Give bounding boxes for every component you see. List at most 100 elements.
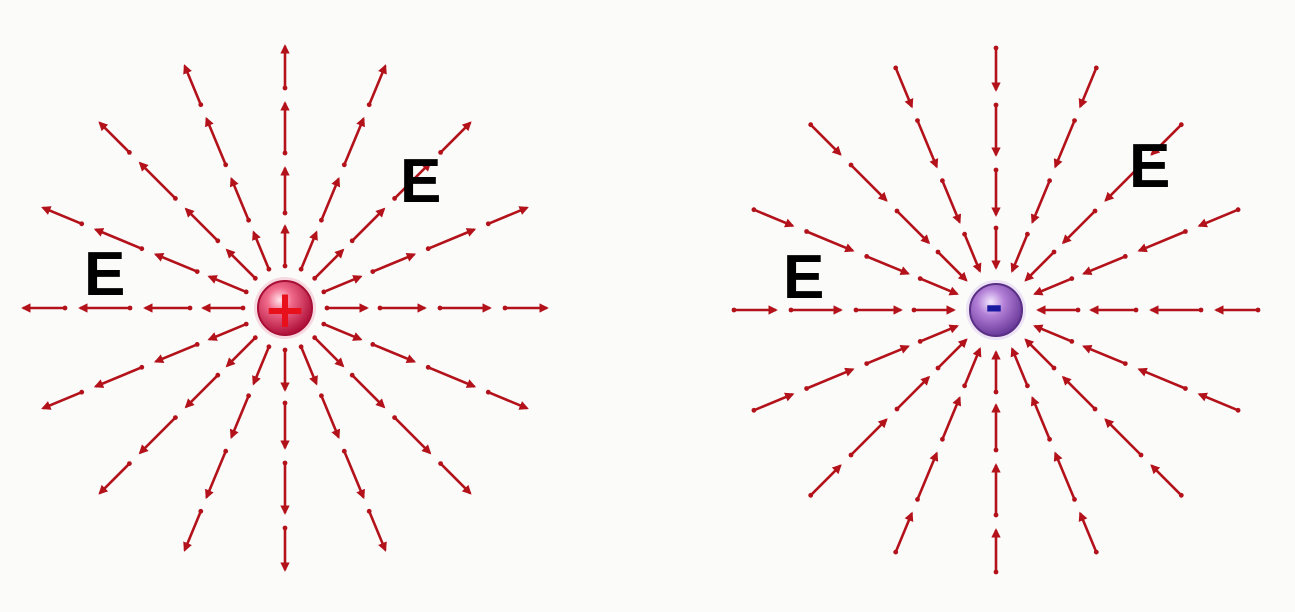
negative-field-arrow — [897, 211, 929, 243]
positive-field-arrow — [207, 451, 226, 497]
negative-field-arrow — [1084, 256, 1126, 273]
positive-field-arrow-tail-dot — [215, 238, 220, 243]
positive-field-arrow-tail-dot — [299, 344, 304, 349]
negative-field-arrow — [1063, 211, 1095, 243]
positive-field-arrow-tail-dot — [139, 365, 144, 370]
negative-field-arrow-tail-dot — [1052, 250, 1057, 255]
negative-field-arrow — [1055, 121, 1074, 167]
negative-field-arrow-tail-dot — [936, 250, 941, 255]
positive-field-arrow — [140, 418, 175, 453]
negative-field-arrow — [1026, 252, 1054, 280]
negative-field-arrow — [1199, 210, 1238, 226]
negative-field-arrow-tail-dot — [895, 209, 900, 214]
negative-field-arrow — [811, 125, 841, 155]
negative-field-arrow-tail-dot — [1179, 493, 1184, 498]
negative-field-arrow-tail-dot — [1183, 229, 1188, 234]
negative-field-arrow-tail-dot — [849, 163, 854, 168]
positive-field-arrow — [488, 392, 527, 408]
positive-field-arrow-tail-dot — [319, 393, 324, 398]
negative-field-arrow-tail-dot — [1047, 178, 1052, 183]
negative-field-arrow-tail-dot — [854, 308, 859, 313]
negative-field-arrow — [1084, 346, 1126, 363]
negative-field-arrow — [1035, 279, 1072, 294]
positive-field-arrow-tail-dot — [198, 509, 203, 514]
negative-field-arrow — [1139, 232, 1185, 251]
positive-field-arrow-tail-dot — [173, 415, 178, 420]
negative-field-arrow — [851, 165, 886, 200]
negative-field-arrow-tail-dot — [940, 437, 945, 442]
positive-field-arrow-tail-dot — [246, 218, 251, 223]
negative-field-arrow-tail-dot — [994, 226, 999, 231]
positive-field-arrow-tail-dot — [438, 461, 443, 466]
negative-field-arrow — [965, 234, 980, 271]
positive-field-arrow — [428, 230, 474, 249]
positive-field-arrow — [185, 511, 201, 550]
positive-field-arrow-tail-dot — [319, 218, 324, 223]
positive-field-arrow-tail-dot — [367, 509, 372, 514]
positive-field-arrow — [185, 66, 201, 105]
negative-field-arrow-tail-dot — [1094, 66, 1099, 71]
negative-field-arrow-tail-dot — [994, 570, 999, 575]
positive-field-arrow — [100, 464, 130, 494]
negative-field-arrow — [1026, 340, 1054, 368]
negative-field-arrow — [896, 513, 912, 552]
positive-field-arrow-tail-dot — [438, 306, 443, 311]
field-label-e-right-negative: E — [1129, 132, 1170, 201]
negative-field-arrow-tail-dot — [1236, 207, 1241, 212]
negative-field-arrow-tail-dot — [1183, 386, 1188, 391]
negative-field-arrow-tail-dot — [808, 493, 813, 498]
positive-field-arrow-tail-dot — [79, 390, 84, 395]
negative-field-arrow — [1012, 349, 1027, 386]
negative-field-arrow — [1032, 181, 1049, 223]
positive-field-arrow-tail-dot — [370, 342, 375, 347]
negative-field-arrow-tail-dot — [962, 383, 967, 388]
negative-field-arrow — [938, 252, 966, 280]
positive-field-arrow-tail-dot — [283, 86, 288, 91]
negative-field-arrow — [1012, 234, 1027, 271]
negative-field-arrow — [1080, 513, 1096, 552]
positive-field-arrow-tail-dot — [378, 306, 383, 311]
negative-field-arrow-tail-dot — [1236, 408, 1241, 413]
positive-field-arrow — [441, 123, 471, 153]
positive-field-arrow-tail-dot — [127, 461, 132, 466]
negative-field-arrow-tail-dot — [915, 497, 920, 502]
positive-field-arrow-tail-dot — [127, 150, 132, 155]
positive-field-arrow-tail-dot — [426, 365, 431, 370]
negative-field-arrow — [896, 68, 912, 107]
positive-field-arrow — [321, 179, 338, 221]
positive-field-arrow-tail-dot — [312, 335, 317, 340]
positive-field-arrow-tail-dot — [312, 276, 317, 281]
positive-field-arrow-tail-dot — [246, 393, 251, 398]
negative-field-arrow — [920, 326, 957, 341]
positive-field-arrow-tail-dot — [392, 196, 397, 201]
negative-field-arrow-tail-dot — [1123, 254, 1128, 259]
negative-field-arrow — [1063, 377, 1095, 409]
positive-field-arrow — [207, 119, 226, 165]
positive-field-arrow — [254, 232, 269, 269]
negative-field-arrow-tail-dot — [1025, 383, 1030, 388]
positive-field-arrow-tail-dot — [195, 269, 200, 274]
negative-field-arrow — [918, 121, 937, 167]
positive-field-arrow-tail-dot — [283, 461, 288, 466]
positive-field-arrow-tail-dot — [426, 246, 431, 251]
positive-field-arrow — [352, 209, 384, 241]
positive-field-arrow — [43, 208, 82, 224]
positive-field-arrow-tail-dot — [325, 306, 330, 311]
negative-field-arrow — [1080, 68, 1096, 107]
positive-sign: + — [263, 280, 307, 340]
positive-field-arrow-tail-dot — [223, 162, 228, 167]
positive-field-arrow-tail-dot — [283, 526, 288, 531]
positive-field-arrow — [156, 254, 198, 271]
negative-field-arrow-tail-dot — [918, 339, 923, 344]
negative-field-arrow — [754, 210, 793, 226]
negative-field-arrow-tail-dot — [1052, 366, 1057, 371]
positive-field-arrow — [373, 344, 415, 361]
positive-field-arrow — [344, 451, 363, 497]
positive-field-arrow — [254, 347, 269, 384]
negative-field-arrow — [918, 453, 937, 499]
positive-field-arrow-tail-dot — [392, 415, 397, 420]
negative-field-arrow-tail-dot — [915, 118, 920, 123]
positive-field-arrow-tail-dot — [503, 306, 508, 311]
positive-field-arrow-tail-dot — [253, 276, 258, 281]
positive-field-arrow-tail-dot — [342, 162, 347, 167]
